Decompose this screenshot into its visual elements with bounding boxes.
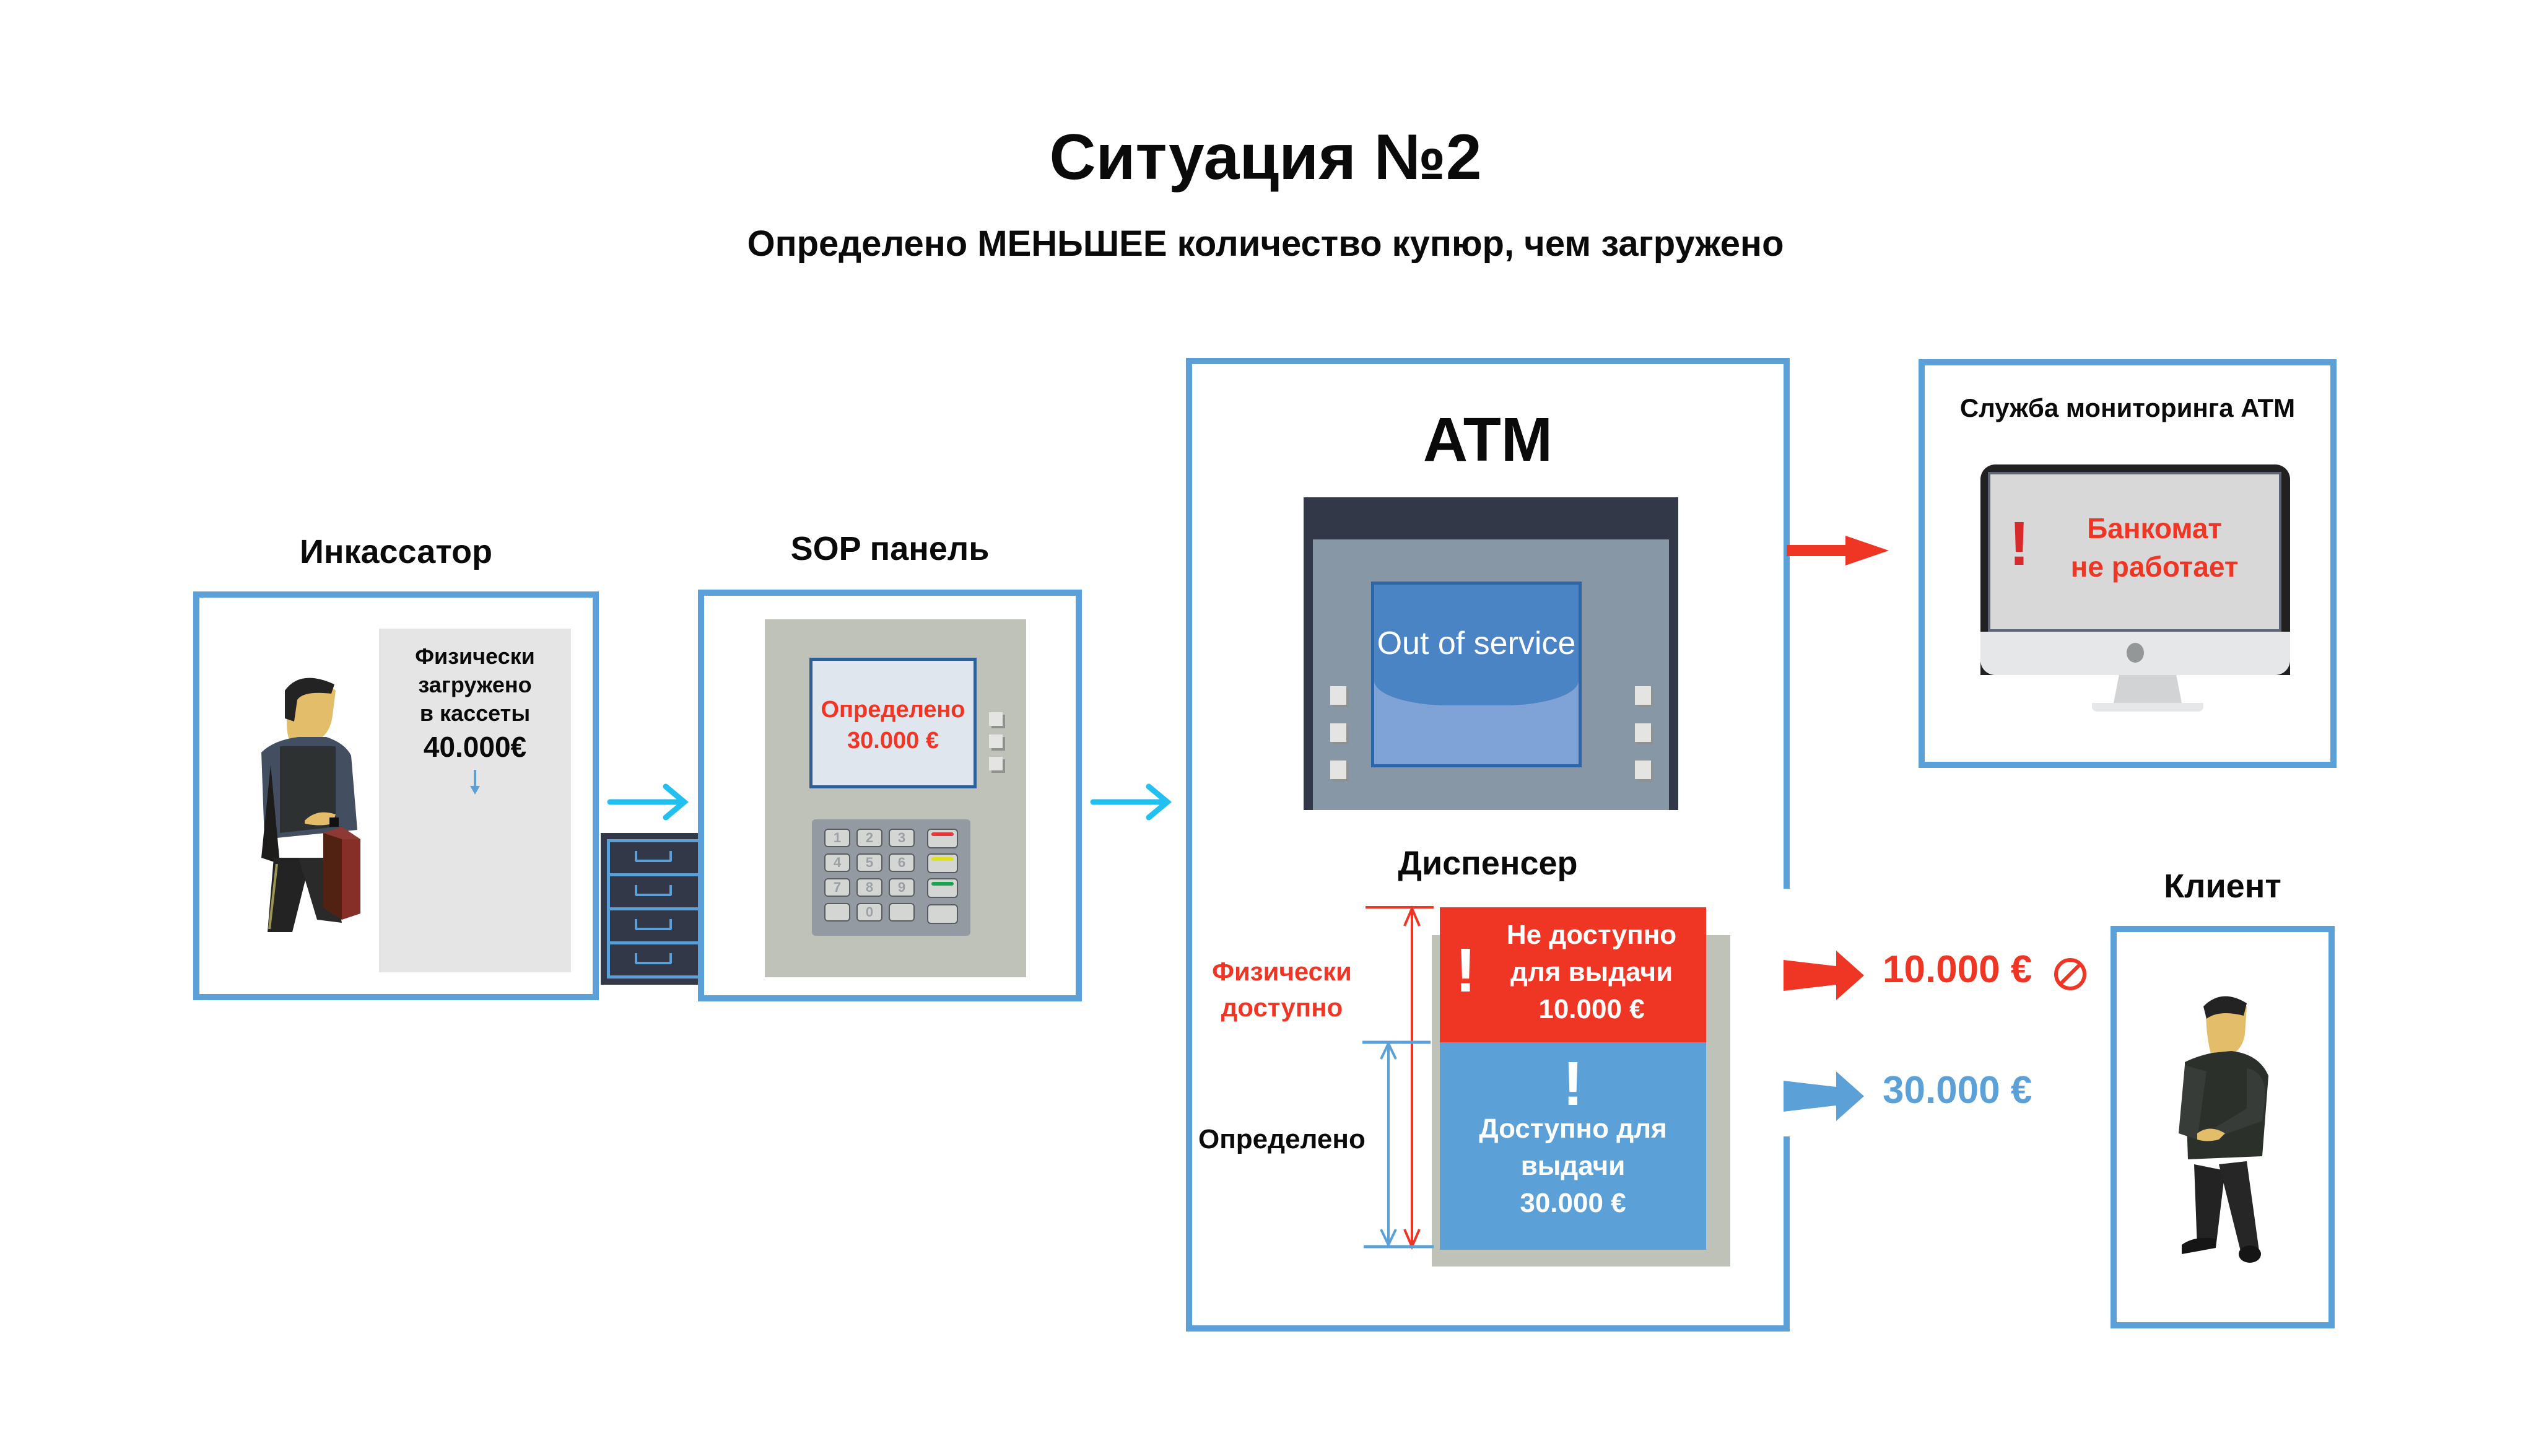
sop-side-button[interactable]	[989, 712, 1003, 726]
cassette-info-panel: Физически загружено в кассеты 40.000€	[379, 629, 709, 985]
alert-icon: !	[2009, 509, 2030, 578]
prohibited-icon	[2054, 958, 2086, 990]
unavailable-line-2: для выдачи	[1510, 957, 1673, 987]
atm-side-button[interactable]	[1635, 761, 1651, 779]
sop-screen: Определено 30.000 €	[809, 658, 977, 788]
atm-label: ATM	[1422, 405, 1553, 474]
physically-available-label: Физически доступно	[1201, 954, 1362, 1026]
available-amount: 30.000 €	[1520, 1188, 1626, 1218]
atm-screen-text: Out of service	[1377, 626, 1576, 661]
flow-arrow-icon	[607, 783, 689, 821]
loaded-amount: 40.000€	[423, 731, 527, 763]
unavailable-cash-block: ! Не доступно для выдачи 10.000 €	[1440, 907, 1706, 1042]
detected-label: Определено	[1198, 1124, 1366, 1154]
atm-side-button[interactable]	[1330, 686, 1346, 705]
atm-fascia: Out of service	[1313, 539, 1669, 810]
key-6[interactable]: 6	[889, 853, 915, 872]
monitor-alert-line-1: Банкомат	[2087, 512, 2222, 544]
sop-side-button[interactable]	[989, 757, 1003, 770]
physically-available-line-2: доступно	[1221, 993, 1343, 1022]
enter-key[interactable]	[927, 878, 958, 898]
monitor-stand	[2114, 675, 2182, 703]
security-guard-figure-icon	[261, 678, 360, 932]
atm-side-button[interactable]	[1635, 723, 1651, 742]
alert-icon: !	[1455, 936, 1476, 1005]
cassette-cabinet-icon	[601, 833, 709, 985]
dimension-lines	[1362, 905, 1434, 1250]
atm-side-button[interactable]	[1330, 761, 1346, 779]
monitor-chin	[1980, 632, 2290, 675]
blocked-output-arrow-icon	[1784, 951, 1864, 1000]
atm-screen: Out of service	[1371, 582, 1582, 767]
dispensed-amount: 30.000 €	[1883, 1069, 2032, 1112]
sop-panel-label: SOP панель	[790, 530, 990, 567]
key-blank-right[interactable]	[889, 903, 915, 922]
collector-label: Инкассатор	[300, 533, 492, 570]
page-subtitle: Определено МЕНЬШЕЕ количество купюр, чем…	[747, 224, 1784, 264]
key-1[interactable]: 1	[824, 829, 850, 847]
sop-side-button[interactable]	[989, 735, 1003, 748]
dispensed-output-arrow-icon	[1784, 1071, 1864, 1121]
blank-function-key[interactable]	[927, 904, 958, 924]
monitor-base	[2092, 703, 2203, 712]
alert-icon: !	[1562, 1049, 1584, 1118]
client-figure-icon	[2179, 996, 2268, 1263]
available-line-2: выдачи	[1520, 1151, 1626, 1181]
key-2[interactable]: 2	[856, 829, 882, 847]
key-4[interactable]: 4	[824, 853, 850, 872]
client-label: Клиент	[2164, 868, 2281, 905]
monitor-alert-line-2: не работает	[2070, 551, 2239, 583]
flow-arrow-icon	[1090, 783, 1172, 821]
panel-line-2: загружено	[418, 672, 532, 697]
monitor-icon: ! Банкомат не работает	[1980, 464, 2290, 675]
physically-available-line-1: Физически	[1212, 957, 1352, 986]
key-5[interactable]: 5	[856, 853, 882, 872]
key-9[interactable]: 9	[889, 878, 915, 897]
key-blank-left[interactable]	[824, 903, 850, 922]
monitoring-box: Служба мониторинга ATM ! Банкомат не раб…	[1919, 359, 2337, 768]
blocked-amount: 10.000 €	[1883, 948, 2032, 991]
sop-screen-label: Определено	[821, 697, 965, 723]
atm-side-button[interactable]	[1635, 686, 1651, 705]
sop-panel-device: Определено 30.000 € 1 2 3 4 5 6 7 8 9 0	[765, 619, 1026, 977]
dispenser-label: Диспенсер	[1398, 845, 1578, 882]
arrow-down-icon	[470, 770, 480, 795]
available-line-1: Доступно для	[1479, 1114, 1667, 1144]
page-title: Ситуация №2	[1049, 121, 1482, 193]
monitoring-label: Служба мониторинга ATM	[1959, 393, 2296, 422]
panel-line-1: Физически	[415, 643, 535, 669]
alert-arrow-icon	[1787, 536, 1889, 565]
collector-box: Физически загружено в кассеты 40.000€	[193, 591, 709, 1000]
key-7[interactable]: 7	[824, 878, 850, 897]
key-3[interactable]: 3	[889, 829, 915, 847]
atm-device: Out of service	[1304, 497, 1678, 810]
sop-screen-amount: 30.000 €	[847, 728, 939, 754]
monitor-screen: ! Банкомат не работает	[1988, 472, 2281, 632]
unavailable-amount: 10.000 €	[1538, 994, 1645, 1024]
atm-side-button[interactable]	[1330, 723, 1346, 742]
available-cash-block: ! Доступно для выдачи 30.000 €	[1440, 1042, 1706, 1250]
unavailable-line-1: Не доступно	[1506, 920, 1677, 950]
key-8[interactable]: 8	[856, 878, 882, 897]
sop-panel-box: Определено 30.000 € 1 2 3 4 5 6 7 8 9 0	[698, 590, 1082, 1001]
clear-key[interactable]	[927, 853, 958, 873]
keypad: 1 2 3 4 5 6 7 8 9 0	[812, 819, 970, 936]
atm-box: ATM Out of service Диспенсер	[1186, 358, 1790, 1332]
key-0[interactable]: 0	[856, 903, 882, 922]
client-box	[2111, 926, 2335, 1328]
panel-line-3: в кассеты	[419, 700, 531, 726]
cancel-key[interactable]	[927, 829, 958, 848]
